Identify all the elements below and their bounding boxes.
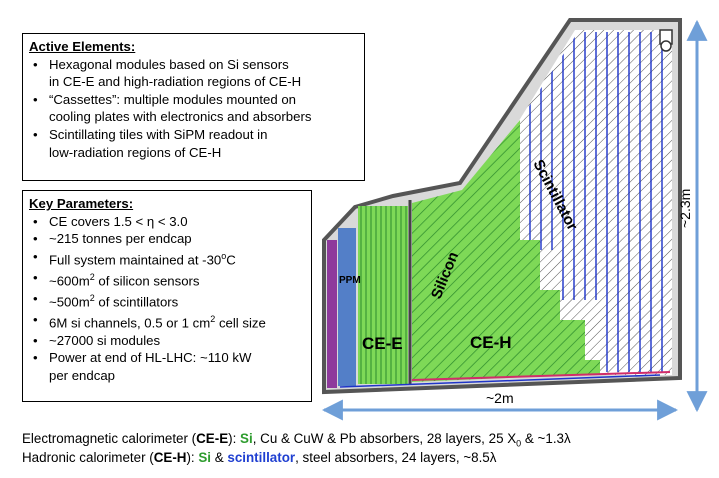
key-item-text: ~27000 si modules	[49, 332, 161, 348]
key-item-text: Full system maintained at -30	[49, 252, 222, 268]
key-item-sup: 2	[89, 292, 95, 303]
key-parameters-title: Key Parameters:	[29, 196, 134, 211]
key-item-text: per endcap	[49, 367, 115, 383]
active-item-line: Hexagonal modules based on Si sensors	[49, 56, 289, 72]
bottom-blue-line	[339, 374, 661, 388]
active-item-line: Scintillating tiles with SiPM readout in	[49, 126, 268, 142]
active-item: “Cassettes”: multiple modules mounted on…	[33, 91, 358, 126]
caption-sub: 0	[516, 438, 522, 449]
key-item-text: of scintillators	[94, 294, 179, 310]
ce-e-label: CE-E	[362, 334, 403, 353]
key-item: ~215 tonnes per endcap	[33, 230, 305, 248]
top-cooling-circle	[660, 40, 672, 52]
key-item-text: C	[226, 252, 236, 268]
caption-ce-e: Electromagnetic calorimeter (CE-E): Si, …	[22, 431, 571, 449]
active-item: Scintillating tiles with SiPM readout in…	[33, 126, 358, 161]
caption-text: ):	[228, 431, 241, 446]
key-item: ~600m2 of silicon sensors	[33, 269, 305, 290]
calorimeter-diagram: CE-E CE-H Silicon Scintillator PPM ~2m ~…	[321, 18, 708, 421]
active-item-line: “Cassettes”: multiple modules mounted on	[49, 91, 297, 107]
key-item-text: ~215 tonnes per endcap	[49, 231, 192, 247]
active-item: Hexagonal modules based on Si sensors in…	[33, 56, 358, 91]
ppm-label: PPM	[339, 275, 361, 286]
caption-text: ):	[186, 450, 199, 465]
key-item-text: CE covers 1.5 < η < 3.0	[49, 213, 188, 229]
height-label: ~2.3m	[677, 189, 693, 228]
key-item-text: of silicon sensors	[94, 273, 200, 289]
key-item: ~500m2 of scintillators	[33, 290, 305, 311]
active-item-line: in CE-E and high-radiation regions of CE…	[49, 74, 302, 90]
key-item-sup: 2	[89, 271, 95, 282]
purple-strip	[327, 240, 337, 388]
caption-ce-h: Hadronic calorimeter (CE-H): Si & scinti…	[22, 450, 496, 465]
key-item: ~27000 si modules	[33, 332, 305, 350]
silicon-ceh-region	[412, 120, 600, 382]
caption-abbr: CE-E	[196, 431, 229, 446]
key-parameters-list: CE covers 1.5 < η < 3.0 ~215 tonnes per …	[29, 213, 305, 385]
caption-text: &	[211, 450, 228, 465]
key-item-text: cell size	[215, 315, 266, 331]
ce-e-region	[358, 206, 408, 384]
key-item: CE covers 1.5 < η < 3.0	[33, 213, 305, 231]
key-item-text: ~500m	[49, 294, 90, 310]
caption-text: & ~1.3λ	[521, 431, 571, 446]
caption-text: Electromagnetic calorimeter (	[22, 431, 197, 446]
active-elements-list: Hexagonal modules based on Si sensors in…	[29, 56, 358, 162]
caption-si: Si	[240, 431, 253, 446]
caption-text: , Cu & CuW & Pb absorbers, 28 layers, 25…	[252, 431, 517, 446]
caption-text: Hadronic calorimeter (	[22, 450, 154, 465]
key-item-text: ~600m	[49, 273, 90, 289]
active-elements-box: Active Elements: Hexagonal modules based…	[22, 33, 365, 181]
caption-scintillator: scintillator	[227, 450, 296, 465]
caption-si: Si	[198, 450, 212, 465]
bottom-red-line	[411, 371, 671, 381]
key-item-sup: 2	[210, 313, 216, 324]
active-item-line: cooling plates with electronics and abso…	[49, 109, 312, 125]
ce-h-label: CE-H	[470, 333, 512, 352]
width-label: ~2m	[486, 390, 514, 406]
caption-abbr: CE-H	[153, 450, 187, 465]
key-parameters-box: Key Parameters: CE covers 1.5 < η < 3.0 …	[22, 190, 312, 402]
key-item-text: Power at end of HL-LHC: ~110 kW	[49, 350, 252, 366]
key-item-sup: o	[221, 250, 227, 261]
key-item: Full system maintained at -30oC	[33, 248, 305, 269]
active-elements-title: Active Elements:	[29, 39, 136, 54]
active-item-line: low-radiation regions of CE-H	[49, 144, 222, 160]
left-blue-region	[338, 228, 356, 386]
scintillator-blue-strips	[520, 32, 672, 372]
key-item: 6M si channels, 0.5 or 1 cm2 cell size	[33, 311, 305, 332]
caption-text: , steel absorbers, 24 layers, ~8.5λ	[295, 450, 497, 465]
key-item-text: 6M si channels, 0.5 or 1 cm	[49, 315, 211, 331]
